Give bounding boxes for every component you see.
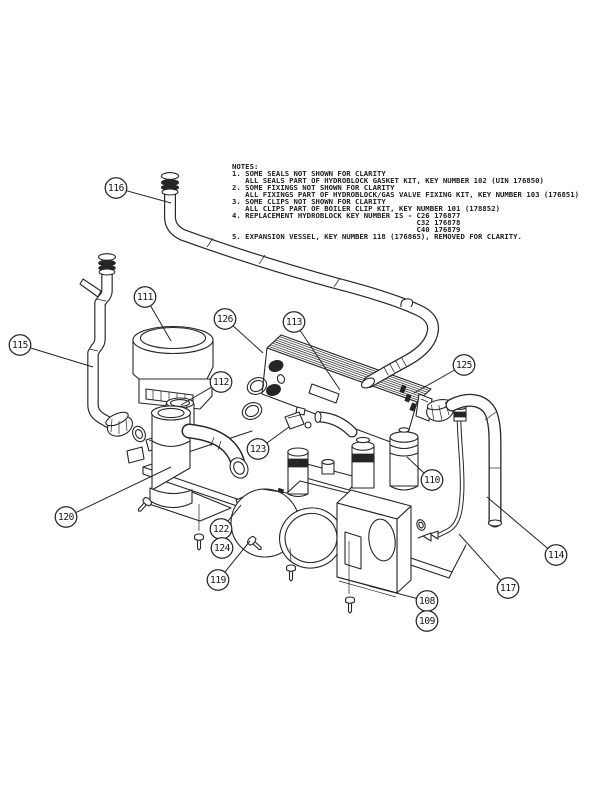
leader-line-120 bbox=[75, 466, 172, 514]
callout-120: 120 bbox=[54, 466, 172, 528]
key-number-text: 110 bbox=[424, 475, 441, 486]
callout-117: 117 bbox=[458, 533, 520, 599]
key-number-balloon bbox=[133, 286, 157, 308]
leader-line-126 bbox=[232, 325, 264, 354]
screw bbox=[194, 533, 204, 551]
key-number-text: 120 bbox=[58, 512, 75, 523]
leader-line-116 bbox=[126, 190, 172, 204]
callout-119: 119 bbox=[206, 540, 251, 591]
leader-line-110 bbox=[406, 456, 425, 474]
pump-motor-drawing bbox=[132, 325, 214, 410]
key-number-balloon bbox=[8, 334, 32, 356]
key-number-text: 126 bbox=[217, 314, 234, 325]
key-number-balloon bbox=[452, 354, 476, 376]
sensor-clip-drawing bbox=[284, 406, 312, 430]
pressure-trap-110 bbox=[389, 427, 419, 491]
o-rings-drawing bbox=[241, 377, 268, 420]
key-number-balloon bbox=[415, 610, 439, 632]
seal-ring bbox=[132, 425, 146, 443]
key-number-balloon bbox=[420, 469, 444, 491]
key-number-balloon bbox=[209, 371, 233, 393]
key-number-balloon bbox=[282, 311, 306, 333]
callout-layer: 116 115 111 126 113 112 125 123 110 120 122 124 119 1… bbox=[8, 177, 568, 632]
key-number-text: 124 bbox=[214, 543, 231, 554]
leader-line-125 bbox=[413, 369, 455, 394]
key-number-text: 111 bbox=[137, 292, 154, 303]
key-number-text: 114 bbox=[548, 550, 565, 561]
callout-123: 123 bbox=[246, 426, 290, 460]
key-number-text: 119 bbox=[210, 575, 227, 586]
callout-122: 122 bbox=[209, 504, 242, 540]
key-number-balloon bbox=[104, 177, 128, 199]
callout-114: 114 bbox=[486, 496, 568, 566]
callout-110: 110 bbox=[406, 456, 444, 491]
drain-lever bbox=[79, 278, 102, 298]
key-number-balloon bbox=[206, 569, 230, 591]
callout-111: 111 bbox=[133, 286, 172, 342]
leader-line-108 bbox=[368, 585, 417, 599]
key-number-balloon bbox=[210, 537, 234, 559]
plate-ribs bbox=[268, 336, 430, 401]
callout-124: 124 bbox=[210, 537, 234, 559]
screw bbox=[345, 596, 355, 614]
leader-line-119 bbox=[224, 540, 251, 573]
key-number-text: 117 bbox=[500, 583, 516, 594]
key-number-balloon bbox=[544, 544, 568, 566]
key-number-text: 123 bbox=[250, 444, 266, 455]
callout-126: 126 bbox=[213, 308, 264, 354]
key-number-text: 116 bbox=[108, 183, 125, 194]
screw bbox=[137, 496, 153, 512]
leader-line-113 bbox=[299, 330, 341, 391]
key-number-text: 125 bbox=[456, 360, 472, 371]
gasket-ports bbox=[266, 360, 286, 396]
screws-drawing bbox=[137, 496, 426, 614]
callout-109: 109 bbox=[415, 610, 439, 632]
callout-115: 115 bbox=[8, 334, 94, 368]
key-number-text: 109 bbox=[419, 616, 436, 627]
leader-line-112 bbox=[180, 386, 212, 406]
key-number-text: 113 bbox=[286, 317, 302, 328]
key-number-text: 108 bbox=[419, 596, 436, 607]
notes-block: NOTES: 1. SOME SEALS NOT SHOWN FOR CLARI… bbox=[232, 162, 580, 242]
key-number-text: 112 bbox=[213, 377, 229, 388]
leader-line-114 bbox=[486, 496, 549, 549]
key-number-balloon bbox=[54, 506, 78, 528]
callout-113: 113 bbox=[282, 311, 341, 391]
pipe-end-ribs bbox=[383, 357, 407, 376]
leader-line-123 bbox=[266, 426, 290, 444]
heat-exchanger-drawing bbox=[261, 334, 433, 448]
leader-line-117 bbox=[458, 533, 502, 581]
screw bbox=[286, 564, 296, 582]
key-number-balloon bbox=[496, 577, 520, 599]
top-pipe-drawing bbox=[160, 172, 440, 389]
fittings-drawing bbox=[287, 410, 419, 498]
pipe-nut bbox=[105, 411, 134, 437]
callout-108: 108 bbox=[368, 585, 439, 612]
key-number-balloon bbox=[246, 438, 270, 460]
return-pipe-drawing bbox=[426, 393, 503, 528]
control-box-drawing bbox=[336, 489, 412, 598]
leader-line-122 bbox=[227, 504, 242, 522]
key-number-balloon bbox=[213, 308, 237, 330]
key-number-text: 122 bbox=[213, 524, 229, 535]
leader-line-115 bbox=[30, 347, 94, 368]
leader-line-111 bbox=[150, 305, 172, 342]
small-o-ring bbox=[416, 519, 426, 531]
key-number-text: 115 bbox=[12, 340, 28, 351]
callout-112: 112 bbox=[180, 371, 233, 406]
pump-drawing bbox=[230, 480, 412, 598]
callout-116: 116 bbox=[104, 177, 172, 204]
callout-125: 125 bbox=[413, 354, 476, 394]
